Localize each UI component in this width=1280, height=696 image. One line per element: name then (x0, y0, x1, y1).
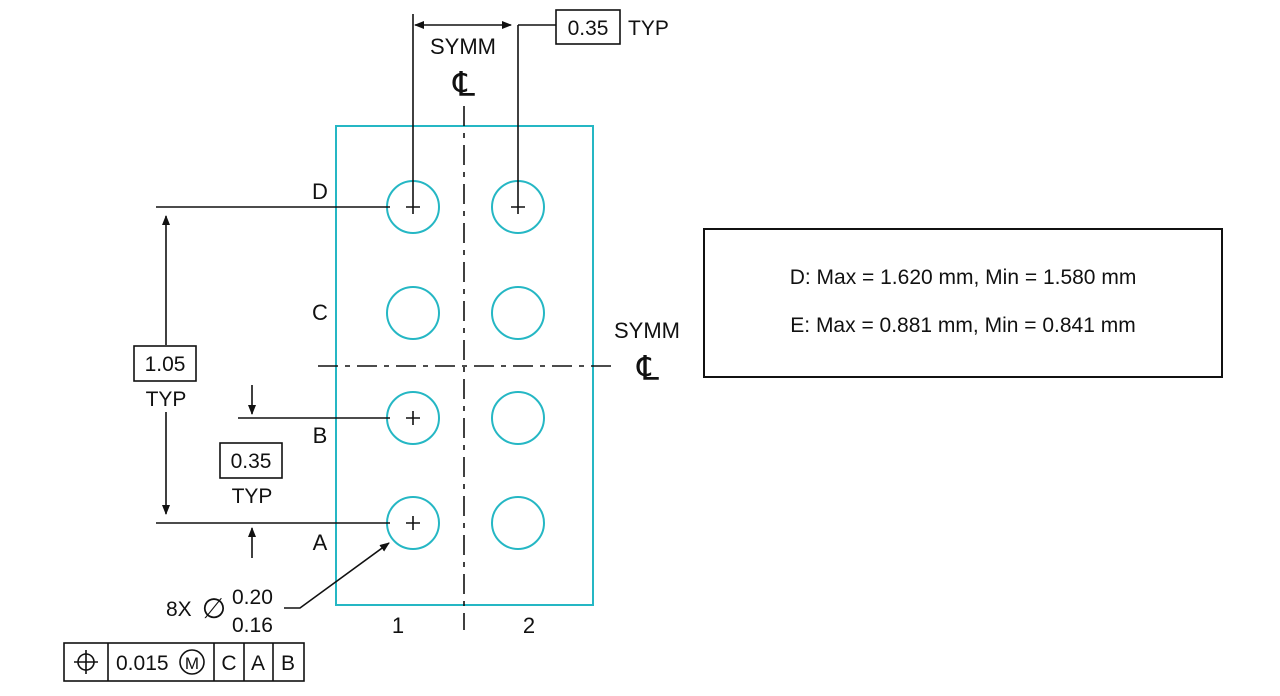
symm-top-label: SYMM (430, 34, 496, 59)
feature-control-frame: 0.015 M C A B (63, 642, 305, 682)
position-tolerance-icon (74, 650, 98, 674)
mmc-modifier-icon: M (179, 649, 205, 675)
row-label-b: B (313, 423, 328, 448)
ball-a2 (491, 496, 545, 550)
col-label-1: 1 (392, 613, 404, 638)
ball-c1 (386, 286, 440, 340)
centerline-top-icon: ℄ (452, 66, 475, 104)
fcf-datum-b: B (281, 652, 295, 675)
ball-qty: 8X (166, 598, 192, 621)
ball-c2 (491, 286, 545, 340)
fcf-datum-a: A (251, 652, 265, 675)
left-pitch-typ: TYP (232, 485, 273, 508)
top-pitch-typ: TYP (628, 17, 669, 40)
ball-diameter-min: 0.16 (232, 614, 273, 637)
ball-b2 (491, 391, 545, 445)
cross-mark-b1 (406, 411, 420, 425)
dimension-notes-box: D: Max = 1.620 mm, Min = 1.580 mm E: Max… (703, 228, 1223, 378)
cross-mark-d2 (511, 200, 525, 214)
centerline-right-icon: ℄ (636, 350, 659, 388)
row-label-d: D (312, 179, 328, 204)
symm-right-label: SYMM (614, 318, 680, 343)
ball-grid (386, 180, 545, 550)
note-e-line: E: Max = 0.881 mm, Min = 0.841 mm (790, 314, 1136, 337)
row-label-c: C (312, 300, 328, 325)
left-pitch-box (219, 442, 283, 479)
col-label-2: 2 (523, 613, 535, 638)
row-label-a: A (313, 530, 328, 555)
vertical-pitch-value: 1.05 (145, 353, 186, 376)
vertical-pitch-typ: TYP (146, 388, 187, 411)
cross-mark-a1 (406, 516, 420, 530)
ball-diameter-max: 0.20 (232, 586, 273, 609)
cross-mark-d1 (406, 200, 420, 214)
fcf-datum-c: C (221, 652, 236, 675)
left-pitch-value: 0.35 (231, 450, 272, 473)
ball-callout-leader (284, 542, 390, 609)
diameter-icon: ∅ (202, 593, 226, 624)
vertical-pitch-box (133, 345, 197, 382)
fcf-tolerance: 0.015 (116, 652, 169, 675)
svg-text:M: M (185, 654, 199, 673)
note-d-line: D: Max = 1.620 mm, Min = 1.580 mm (789, 266, 1137, 289)
top-pitch-box (555, 9, 621, 45)
top-pitch-value: 0.35 (568, 17, 609, 40)
